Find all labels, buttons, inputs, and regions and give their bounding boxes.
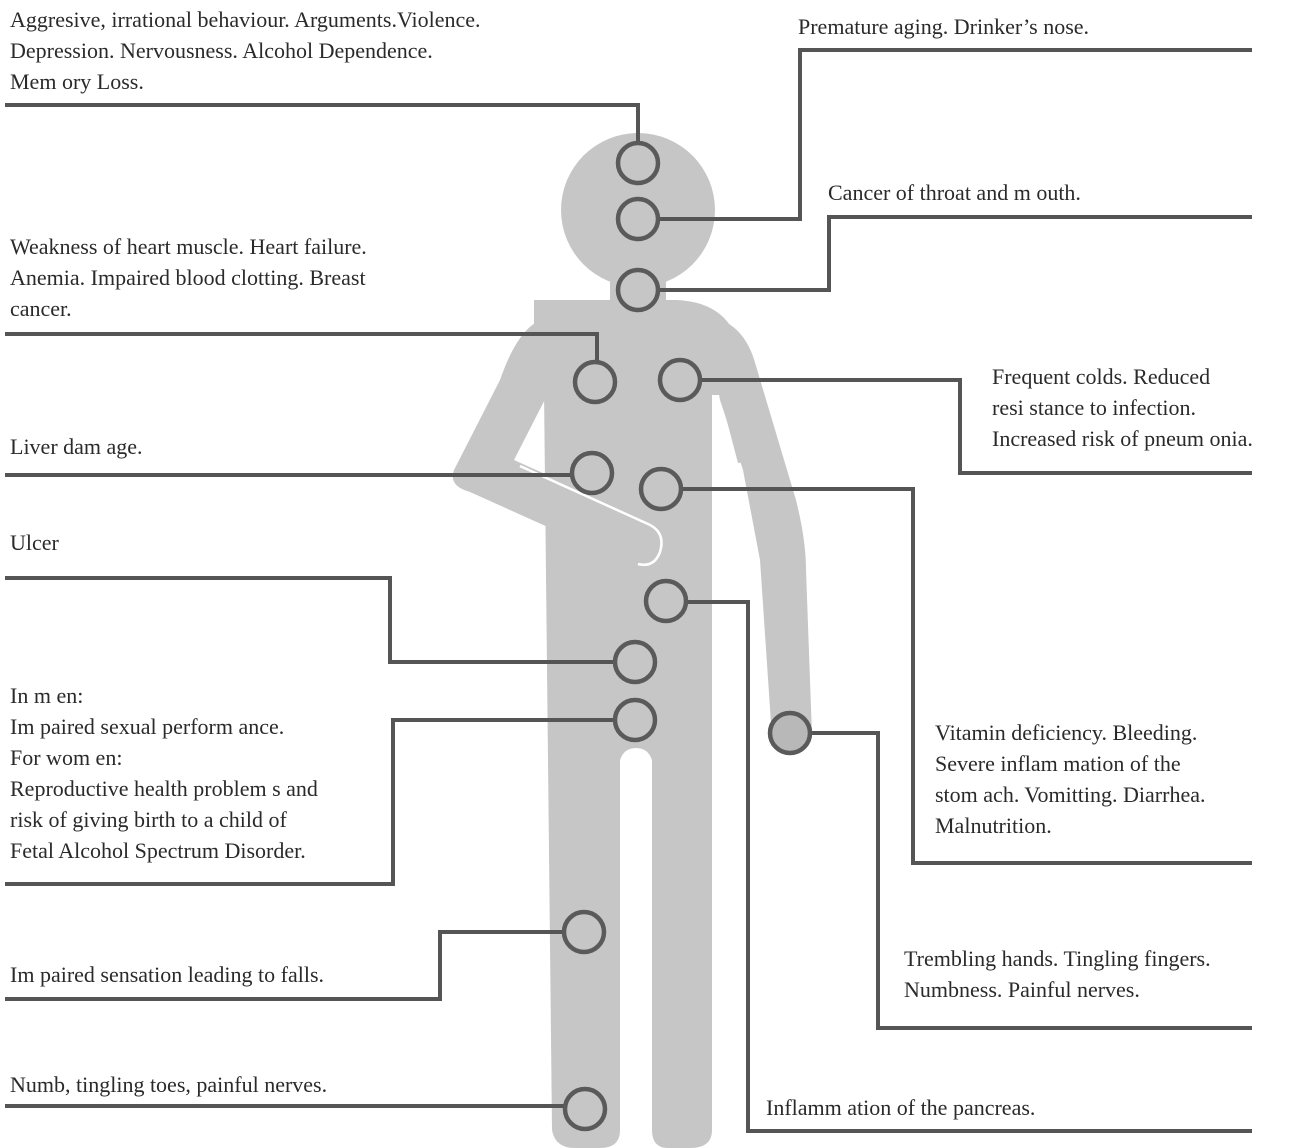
leader-heart xyxy=(5,332,599,362)
label-pancreas: Inflamm ation of the pancreas. xyxy=(766,1092,1035,1123)
label-line: Mem ory Loss. xyxy=(10,69,144,94)
head xyxy=(561,133,715,287)
leader-ulcer xyxy=(5,576,613,664)
marker-lungs xyxy=(657,357,703,403)
label-line: Severe inflam mation of the xyxy=(935,751,1181,776)
label-line: cancer. xyxy=(10,296,72,321)
leader-lungs xyxy=(701,378,1252,475)
label-line: Weakness of heart muscle. Heart failure. xyxy=(10,234,367,259)
label-line: Im paired sensation leading to falls. xyxy=(10,962,325,987)
label-line: Frequent colds. Reduced xyxy=(992,364,1211,389)
label-line: Im paired sexual perform ance. xyxy=(10,714,285,739)
label-line: Fetal Alcohol Spectrum Disorder. xyxy=(10,838,306,863)
label-line: resi stance to infection. xyxy=(992,395,1197,420)
label-heart: Weakness of heart muscle. Heart failure.… xyxy=(10,231,367,324)
label-line: Liver dam age. xyxy=(10,434,143,459)
label-line: Aggresive, irrational behaviour. Argumen… xyxy=(10,7,481,32)
label-knee: Im paired sensation leading to falls. xyxy=(10,959,324,990)
leader-throat xyxy=(659,215,1252,292)
label-line: Vitamin deficiency. Bleeding. xyxy=(935,720,1198,745)
label-line: Malnutrition. xyxy=(935,813,1052,838)
organ-markers xyxy=(561,140,813,1132)
label-line: For wom en: xyxy=(10,745,123,770)
leader-pancreas xyxy=(688,600,1252,1133)
label-line: Reproductive health problem s and xyxy=(10,776,318,801)
marker-ulcer xyxy=(612,639,658,685)
label-stomach: Vitamin deficiency. Bleeding. Severe inf… xyxy=(935,717,1205,841)
leader-brain xyxy=(5,103,640,143)
leader-hands xyxy=(812,731,1252,1030)
human-figure xyxy=(452,133,812,1148)
label-liver: Liver dam age. xyxy=(10,431,143,462)
marker-stomach xyxy=(638,466,684,512)
label-line: Cancer of throat and m outh. xyxy=(828,180,1081,205)
label-line: Ulcer xyxy=(10,530,59,555)
marker-hands xyxy=(767,710,813,756)
label-line: Anemia. Impaired blood clotting. Breast xyxy=(10,265,366,290)
label-line: Numbness. Painful nerves. xyxy=(904,977,1140,1002)
label-reproductive: In m en: Im paired sexual perform ance. … xyxy=(10,680,318,866)
label-nose: Premature aging. Drinker’s nose. xyxy=(798,11,1089,42)
label-lungs: Frequent colds. Reduced resi stance to i… xyxy=(992,361,1253,454)
leader-lines xyxy=(5,48,1252,1133)
torso-and-legs xyxy=(534,300,758,1148)
right-arm xyxy=(705,316,812,738)
marker-pancreas xyxy=(643,578,689,624)
leader-reproductive xyxy=(5,718,613,886)
label-line: Depression. Nervousness. Alcohol Depende… xyxy=(10,38,433,63)
label-ulcer: Ulcer xyxy=(10,527,59,558)
label-hands: Trembling hands. Tingling fingers. Numbn… xyxy=(904,943,1211,1005)
leader-nose xyxy=(659,48,1252,221)
marker-knee xyxy=(561,909,607,955)
label-line: Premature aging. Drinker’s nose. xyxy=(798,14,1090,39)
marker-nose xyxy=(615,196,661,242)
marker-toes xyxy=(562,1086,608,1132)
label-line: Increased risk of pneum onia. xyxy=(992,426,1253,451)
label-throat: Cancer of throat and m outh. xyxy=(828,177,1081,208)
label-line: risk of giving birth to a child of xyxy=(10,807,287,832)
label-line: Inflamm ation of the pancreas. xyxy=(766,1095,1036,1120)
marker-liver xyxy=(569,450,615,496)
marker-heart xyxy=(572,359,618,405)
leader-knee xyxy=(5,930,563,1001)
marker-reproductive xyxy=(612,697,658,743)
label-line: stom ach. Vomitting. Diarrhea. xyxy=(935,782,1206,807)
label-toes: Numb, tingling toes, painful nerves. xyxy=(10,1069,327,1100)
label-brain: Aggresive, irrational behaviour. Argumen… xyxy=(10,4,481,97)
forearm-outline xyxy=(519,464,663,566)
label-line: Numb, tingling toes, painful nerves. xyxy=(10,1072,328,1097)
left-arm xyxy=(452,318,677,574)
marker-brain xyxy=(615,140,661,186)
label-line: In m en: xyxy=(10,683,84,708)
label-line: Trembling hands. Tingling fingers. xyxy=(904,946,1211,971)
leader-stomach xyxy=(683,487,1252,865)
marker-throat xyxy=(615,267,661,313)
